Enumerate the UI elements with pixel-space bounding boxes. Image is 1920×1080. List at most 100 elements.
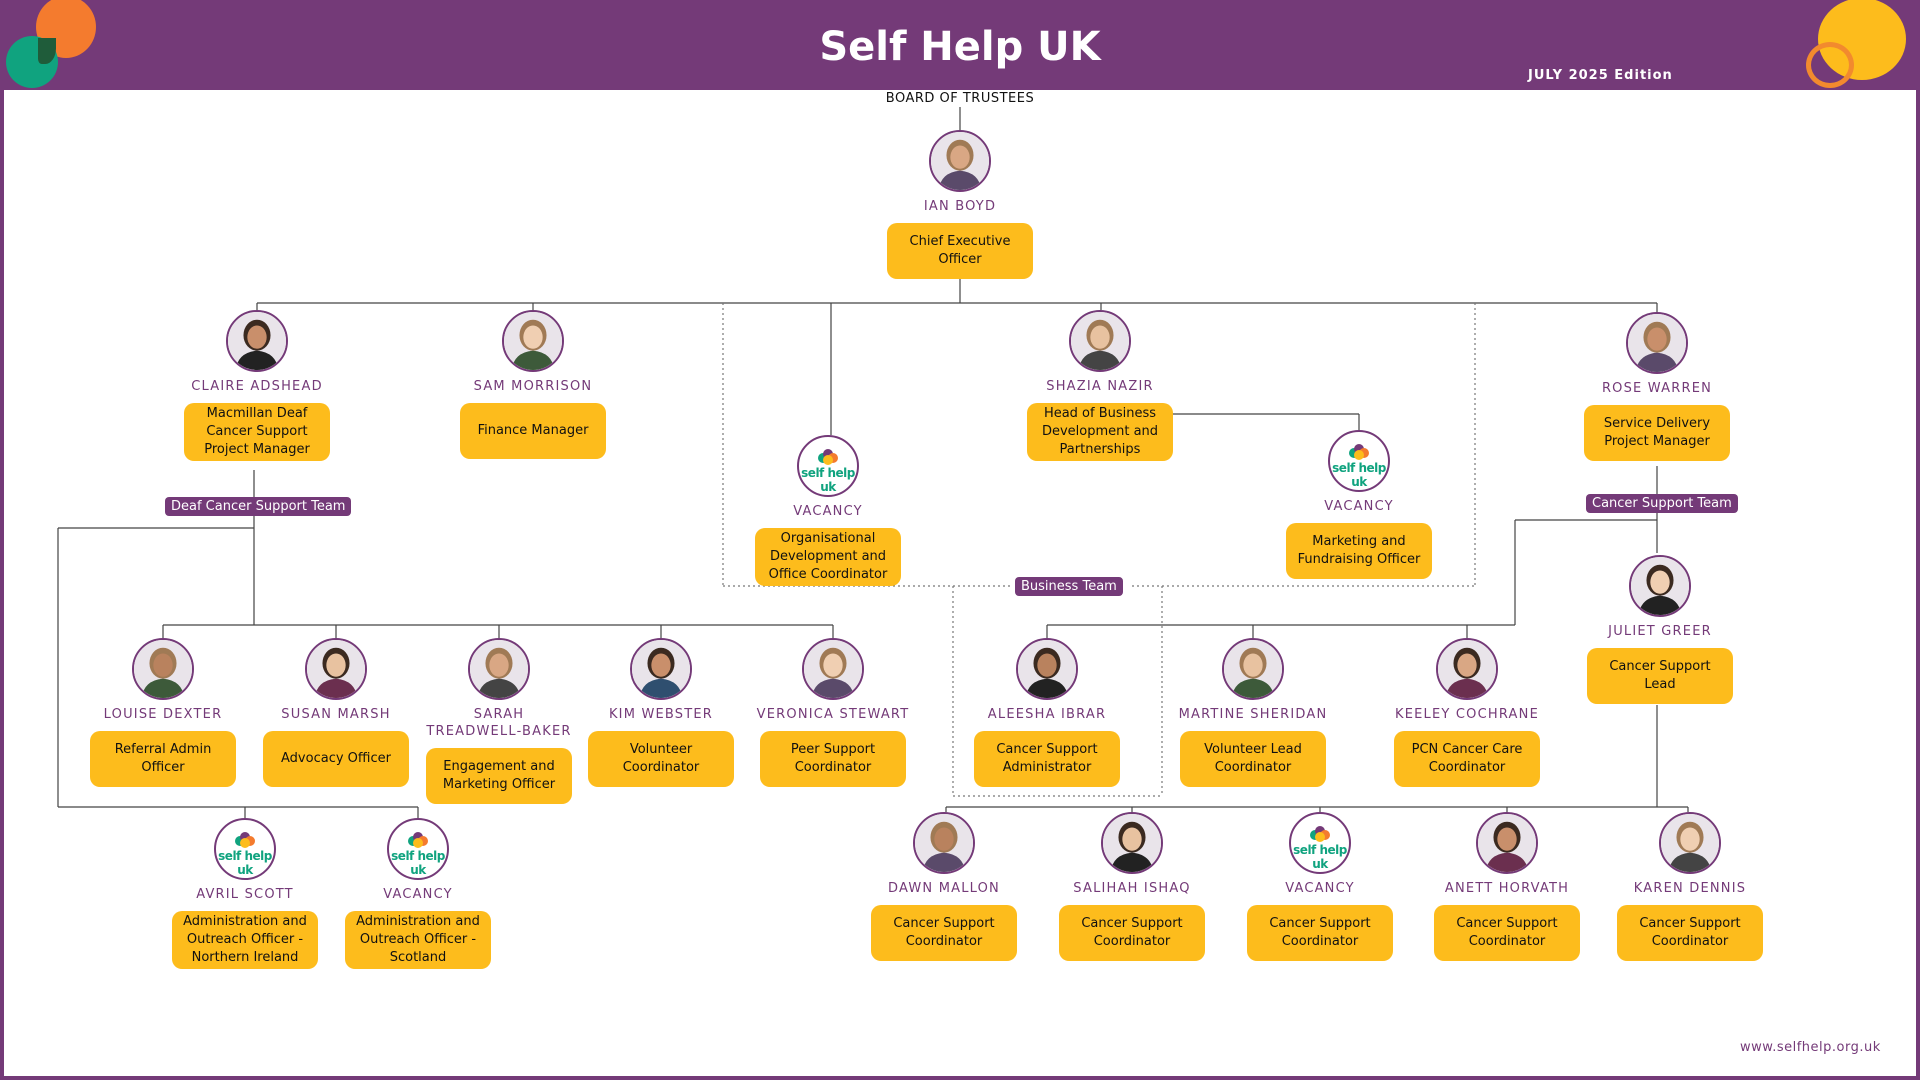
profile-photo	[1629, 555, 1691, 617]
job-title-box: Engagement and Marketing Officer	[426, 748, 572, 804]
person-name: KEELEY COCHRANE	[1395, 707, 1539, 722]
profile-photo	[1016, 638, 1078, 700]
header-bar: Self Help UK JULY 2025 Edition	[0, 0, 1920, 90]
org-card-rose: ROSE WARREN Service Delivery Project Mana…	[1527, 312, 1787, 461]
profile-photo	[1659, 812, 1721, 874]
profile-photo	[1069, 310, 1131, 372]
job-title-box: Finance Manager	[460, 403, 606, 459]
job-title-box: Marketing and Fundraising Officer	[1286, 523, 1432, 579]
job-title-box: Cancer Support Coordinator	[1247, 905, 1393, 961]
person-name: SUSAN MARSH	[281, 707, 391, 722]
dark-overlap-decoration	[38, 38, 56, 64]
person-name: IAN BOYD	[923, 199, 997, 214]
orange-ring-decoration	[1806, 42, 1854, 88]
org-card-salihah: SALIHAH ISHAQ Cancer Support Coordinator	[1002, 812, 1262, 961]
job-title-box: Chief Executive Officer	[887, 223, 1033, 279]
job-title-box: Referral Admin Officer	[90, 731, 236, 787]
org-card-ceo: IAN BOYD Chief Executive Officer	[830, 130, 1090, 279]
profile-photo	[1101, 812, 1163, 874]
job-title-box: Cancer Support Coordinator	[871, 905, 1017, 961]
person-name: VERONICA STEWART	[756, 707, 910, 722]
logo-text: self help uk	[801, 466, 855, 494]
profile-photo	[226, 310, 288, 372]
profile-photo	[502, 310, 564, 372]
job-title-box: Cancer Support Coordinator	[1617, 905, 1763, 961]
profile-photo	[1476, 812, 1538, 874]
person-name: ROSE WARREN	[1601, 381, 1713, 396]
org-card-juliet: JULIET GREER Cancer Support Lead	[1530, 555, 1790, 704]
job-title-box: Service Delivery Project Manager	[1584, 405, 1730, 461]
profile-photo	[630, 638, 692, 700]
org-card-shazia: SHAZIA NAZIR Head of Business Development…	[970, 310, 1230, 461]
profile-photo	[1222, 638, 1284, 700]
edition-label: JULY 2025 Edition	[1528, 68, 1673, 83]
profile-photo	[802, 638, 864, 700]
profile-photo	[132, 638, 194, 700]
profile-photo	[1626, 312, 1688, 374]
person-name: SHAZIA NAZIR	[1046, 379, 1154, 394]
person-name: VACANCY	[1324, 499, 1394, 514]
org-card-sarah: SARAH TREADWELL-BAKER Engagement and Mark…	[369, 638, 629, 804]
job-title-box: Volunteer Lead Coordinator	[1180, 731, 1326, 787]
org-card-aleesha: ALEESHA IBRAR Cancer Support Administrato…	[917, 638, 1177, 787]
org-card-keeley: KEELEY COCHRANE PCN Cancer Care Coordinat…	[1337, 638, 1597, 787]
person-name: SALIHAH ISHAQ	[1073, 881, 1191, 896]
job-title-box: Peer Support Coordinator	[760, 731, 906, 787]
logo-text: self help uk	[391, 849, 445, 877]
job-title-box: Volunteer Coordinator	[588, 731, 734, 787]
business-team-tag: Business Team	[1015, 577, 1123, 596]
job-title-box: PCN Cancer Care Coordinator	[1394, 731, 1540, 787]
job-title-box: Administration and Outreach Officer - No…	[172, 911, 318, 969]
person-name: JULIET GREER	[1608, 624, 1712, 639]
profile-photo	[468, 638, 530, 700]
person-name: CLAIRE ADSHEAD	[191, 379, 323, 394]
person-name: SAM MORRISON	[473, 379, 593, 394]
job-title-box: Head of Business Development and Partner…	[1027, 403, 1173, 461]
self-help-uk-logo-icon: self help uk	[797, 435, 859, 497]
person-name: KAREN DENNIS	[1633, 881, 1747, 896]
website-url: www.selfhelp.org.uk	[1740, 1040, 1881, 1055]
job-title-box: Cancer Support Coordinator	[1434, 905, 1580, 961]
person-name: MARTINE SHERIDAN	[1178, 707, 1328, 722]
job-title-box: Administration and Outreach Officer - Sc…	[345, 911, 491, 969]
person-name: DAWN MALLON	[888, 881, 1000, 896]
org-card-claire: CLAIRE ADSHEAD Macmillan Deaf Cancer Supp…	[127, 310, 387, 461]
job-title-box: Cancer Support Coordinator	[1059, 905, 1205, 961]
cancer-support-team-tag: Cancer Support Team	[1586, 494, 1738, 513]
job-title-box: Advocacy Officer	[263, 731, 409, 787]
person-name: ANETT HORVATH	[1444, 881, 1570, 896]
page-title: Self Help UK	[819, 24, 1101, 70]
org-card-sam: SAM MORRISON Finance Manager	[403, 310, 663, 459]
person-name: VACANCY	[1285, 881, 1355, 896]
person-name: SARAH TREADWELL-BAKER	[426, 707, 572, 739]
deaf-cancer-support-team-tag: Deaf Cancer Support Team	[165, 497, 352, 516]
org-card-kim: KIM WEBSTER Volunteer Coordinator	[531, 638, 791, 787]
person-name: KIM WEBSTER	[608, 707, 714, 722]
job-title-box: Macmillan Deaf Cancer Support Project Ma…	[184, 403, 330, 461]
profile-photo	[913, 812, 975, 874]
org-card-vacancy-mk: self help uk VACANCY Marketing and Fundrai…	[1229, 430, 1489, 579]
org-card-karen: KAREN DENNIS Cancer Support Coordinator	[1560, 812, 1820, 961]
logo-text: self help uk	[1293, 843, 1347, 871]
logo-text: self help uk	[218, 849, 272, 877]
self-help-uk-logo-icon: self help uk	[1328, 430, 1390, 492]
person-name: ALEESHA IBRAR	[987, 707, 1107, 722]
org-card-veronica: VERONICA STEWART Peer Support Coordinator	[703, 638, 963, 787]
org-card-vacancy-cs: self help uk VACANCY Cancer Support Coordi…	[1190, 812, 1450, 961]
profile-photo	[1436, 638, 1498, 700]
self-help-uk-logo-icon: self help uk	[214, 818, 276, 880]
job-title-box: Cancer Support Lead	[1587, 648, 1733, 704]
board-of-trustees-label: BOARD OF TRUSTEES	[885, 91, 1035, 106]
self-help-uk-logo-icon: self help uk	[1289, 812, 1351, 874]
logo-text: self help uk	[1332, 461, 1386, 489]
job-title-box: Cancer Support Administrator	[974, 731, 1120, 787]
org-card-avril: self help uk AVRIL SCOTT Administration an…	[115, 818, 375, 969]
self-help-uk-logo-icon: self help uk	[387, 818, 449, 880]
person-name: AVRIL SCOTT	[196, 887, 294, 902]
profile-photo	[305, 638, 367, 700]
